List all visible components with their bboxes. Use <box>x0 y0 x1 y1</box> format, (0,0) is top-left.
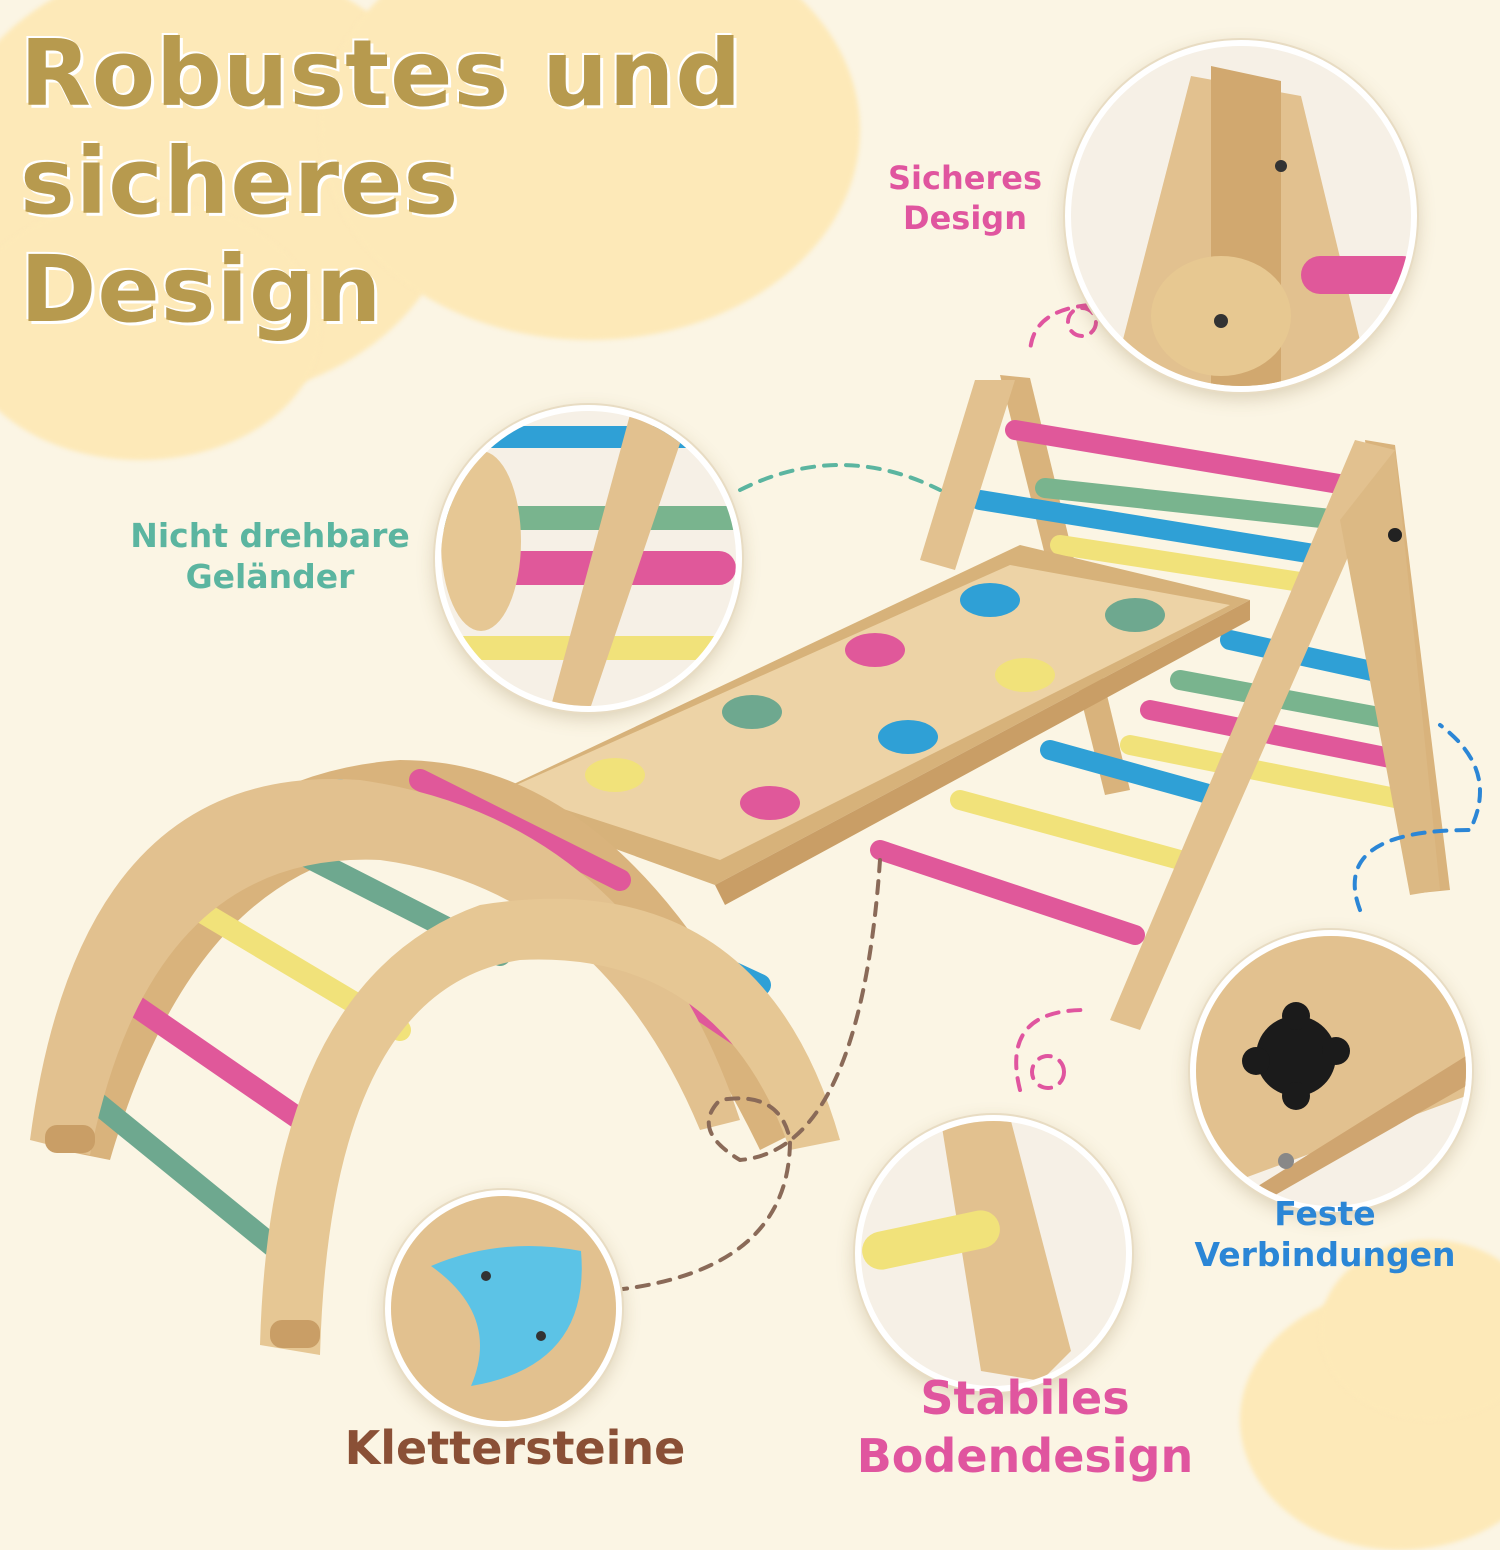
label-feste-verbindungen-line1: Feste <box>1274 1194 1376 1233</box>
cloud-left-low <box>0 200 320 460</box>
detail-circle-rails <box>435 405 742 712</box>
screw-icon <box>1275 160 1287 172</box>
cloud-top-mid <box>320 0 860 340</box>
triangle-frame <box>870 375 1450 1030</box>
detail-circle-connections <box>1190 930 1472 1212</box>
title-line-2: sicheres Design <box>20 128 460 343</box>
label-sicheres-design: Sicheres Design <box>880 158 1050 238</box>
label-stabiles-bodendesign-line2: Bodendesign <box>856 1428 1194 1483</box>
label-klettersteine-line1: Klettersteine <box>344 1421 686 1475</box>
detail-circle-floor <box>855 1115 1132 1392</box>
detail-circle-safe-design <box>1065 40 1417 392</box>
label-sicheres-design-line2: Design <box>903 199 1027 237</box>
climbing-set-illustration <box>30 303 1482 1355</box>
label-feste-verbindungen: Feste Verbindungen <box>1180 1193 1470 1276</box>
floor-detail-image <box>862 1121 1071 1381</box>
title-line-1: Robustes und <box>20 20 743 127</box>
label-stabiles-bodendesign-line1: Stabiles <box>920 1371 1130 1425</box>
detail-circle-climbing-stone <box>385 1190 622 1427</box>
cloud-bottom-right-2 <box>1320 1240 1500 1420</box>
dashed-arrow-icon <box>613 303 1482 1292</box>
climbing-stone-icon <box>391 1196 616 1421</box>
label-klettersteine: Klettersteine <box>320 1420 710 1478</box>
label-nicht-drehbare-line1: Nicht drehbare <box>130 516 410 555</box>
arch-frame <box>30 760 840 1355</box>
label-feste-verbindungen-line2: Verbindungen <box>1194 1235 1456 1275</box>
connections-detail-image <box>1196 936 1466 1206</box>
safe-design-detail-image <box>1111 66 1411 386</box>
label-nicht-drehbare: Nicht drehbare Geländer <box>120 515 420 598</box>
rails-detail-image <box>441 411 736 706</box>
label-sicheres-design-line1: Sicheres <box>888 159 1042 197</box>
page-title: Robustes und sicheres Design <box>20 20 800 344</box>
ramp-board <box>480 545 1250 905</box>
knob-icon <box>1242 1002 1350 1110</box>
label-nicht-drehbare-line2: Geländer <box>185 557 355 597</box>
label-stabiles-bodendesign: Stabiles Bodendesign <box>830 1370 1220 1485</box>
